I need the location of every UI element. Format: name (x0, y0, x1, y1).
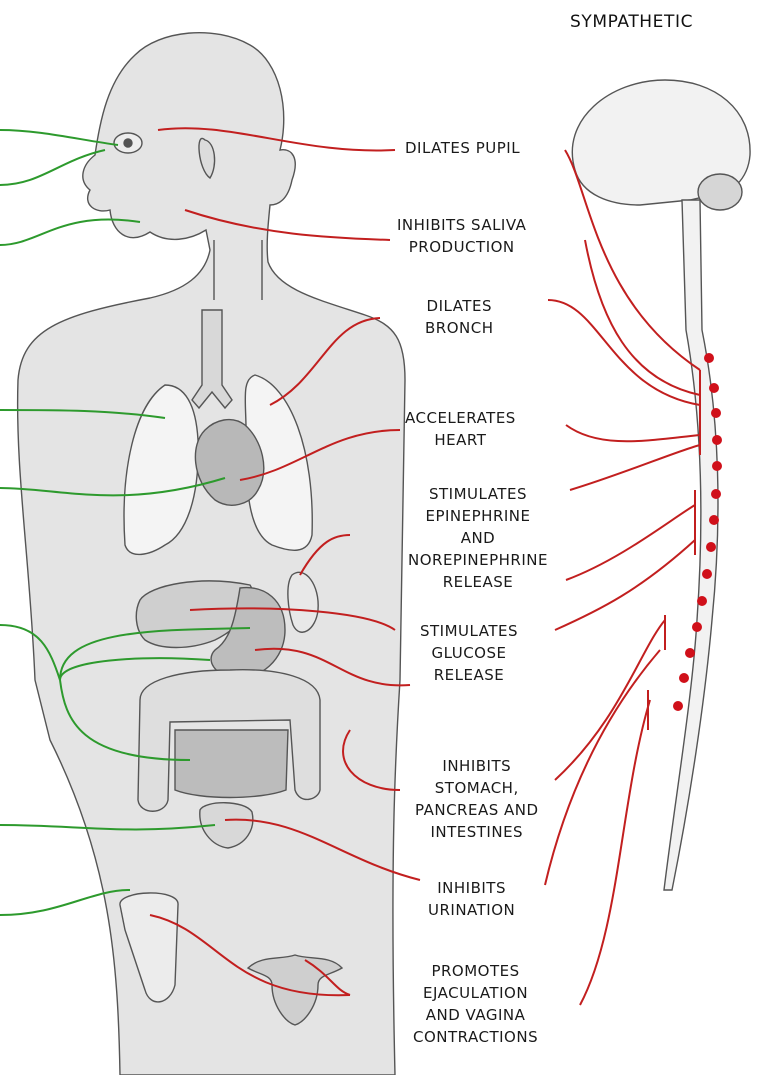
ganglion-dot (673, 701, 683, 711)
ganglion-dot (709, 383, 719, 393)
ganglion-dot (685, 648, 695, 658)
ganglion-dot (711, 408, 721, 418)
label-line: PRODUCTION (397, 236, 526, 258)
label-line: STIMULATES (420, 620, 518, 642)
ganglion-dot (709, 515, 719, 525)
label-accelerates-heart: ACCELERATES HEART (405, 407, 516, 451)
label-stimulates-glucose: STIMULATES GLUCOSE RELEASE (420, 620, 518, 686)
torso-silhouette (18, 33, 405, 1075)
label-line: STIMULATES (408, 483, 548, 505)
label-inhibits-stomach: INHIBITS STOMACH, PANCREAS AND INTESTINE… (415, 755, 539, 843)
label-dilates-pupil: DILATES PUPIL (405, 137, 520, 159)
cerebellum (698, 174, 742, 210)
label-line: NOREPINEPHRINE (408, 549, 548, 571)
label-line: CONTRACTIONS (413, 1026, 538, 1048)
brain-and-spine (572, 80, 750, 890)
ganglion-dot (692, 622, 702, 632)
label-line: INHIBITS SALIVA (397, 214, 526, 236)
label-line: AND (408, 527, 548, 549)
label-line: HEART (405, 429, 516, 451)
ganglion-dot (706, 542, 716, 552)
label-line: RELEASE (408, 571, 548, 593)
label-line: EPINEPHRINE (408, 505, 548, 527)
pupil (124, 139, 132, 147)
label-line: DILATES PUPIL (405, 137, 520, 159)
nerve-line (580, 700, 650, 1005)
label-line: BRONCH (425, 317, 494, 339)
nerve-line (555, 540, 695, 630)
ganglion-dot (679, 673, 689, 683)
human-body (18, 33, 405, 1075)
label-line: RELEASE (420, 664, 518, 686)
label-line: GLUCOSE (420, 642, 518, 664)
label-line: EJACULATION (413, 982, 538, 1004)
label-inhibits-saliva: INHIBITS SALIVA PRODUCTION (397, 214, 526, 258)
label-line: PROMOTES (413, 960, 538, 982)
label-line: AND VAGINA (413, 1004, 538, 1026)
nerve-line (566, 425, 700, 441)
label-inhibits-urination: INHIBITS URINATION (428, 877, 515, 921)
ganglion-dot (702, 569, 712, 579)
ganglion-dot (697, 596, 707, 606)
nerve-line (566, 505, 695, 580)
label-line: INTESTINES (415, 821, 539, 843)
label-dilates-bronch: DILATES BRONCH (425, 295, 494, 339)
small-intestine (175, 730, 288, 798)
label-line: STOMACH, (415, 777, 539, 799)
nerve-line (570, 445, 700, 490)
ganglion-dot (712, 435, 722, 445)
label-line: PANCREAS AND (415, 799, 539, 821)
label-promotes-ejaculation: PROMOTES EJACULATION AND VAGINA CONTRACT… (413, 960, 538, 1048)
label-stimulates-epinephrine: STIMULATES EPINEPHRINE AND NOREPINEPHRIN… (408, 483, 548, 593)
label-line: ACCELERATES (405, 407, 516, 429)
label-line: URINATION (428, 899, 515, 921)
label-line: INHIBITS (415, 755, 539, 777)
nerve-line (545, 650, 660, 885)
label-line: DILATES (425, 295, 494, 317)
ganglion-dot (711, 489, 721, 499)
ganglion-dot (712, 461, 722, 471)
label-line: INHIBITS (428, 877, 515, 899)
diagram-title: SYMPATHETIC (570, 12, 693, 32)
ganglion-dot (704, 353, 714, 363)
